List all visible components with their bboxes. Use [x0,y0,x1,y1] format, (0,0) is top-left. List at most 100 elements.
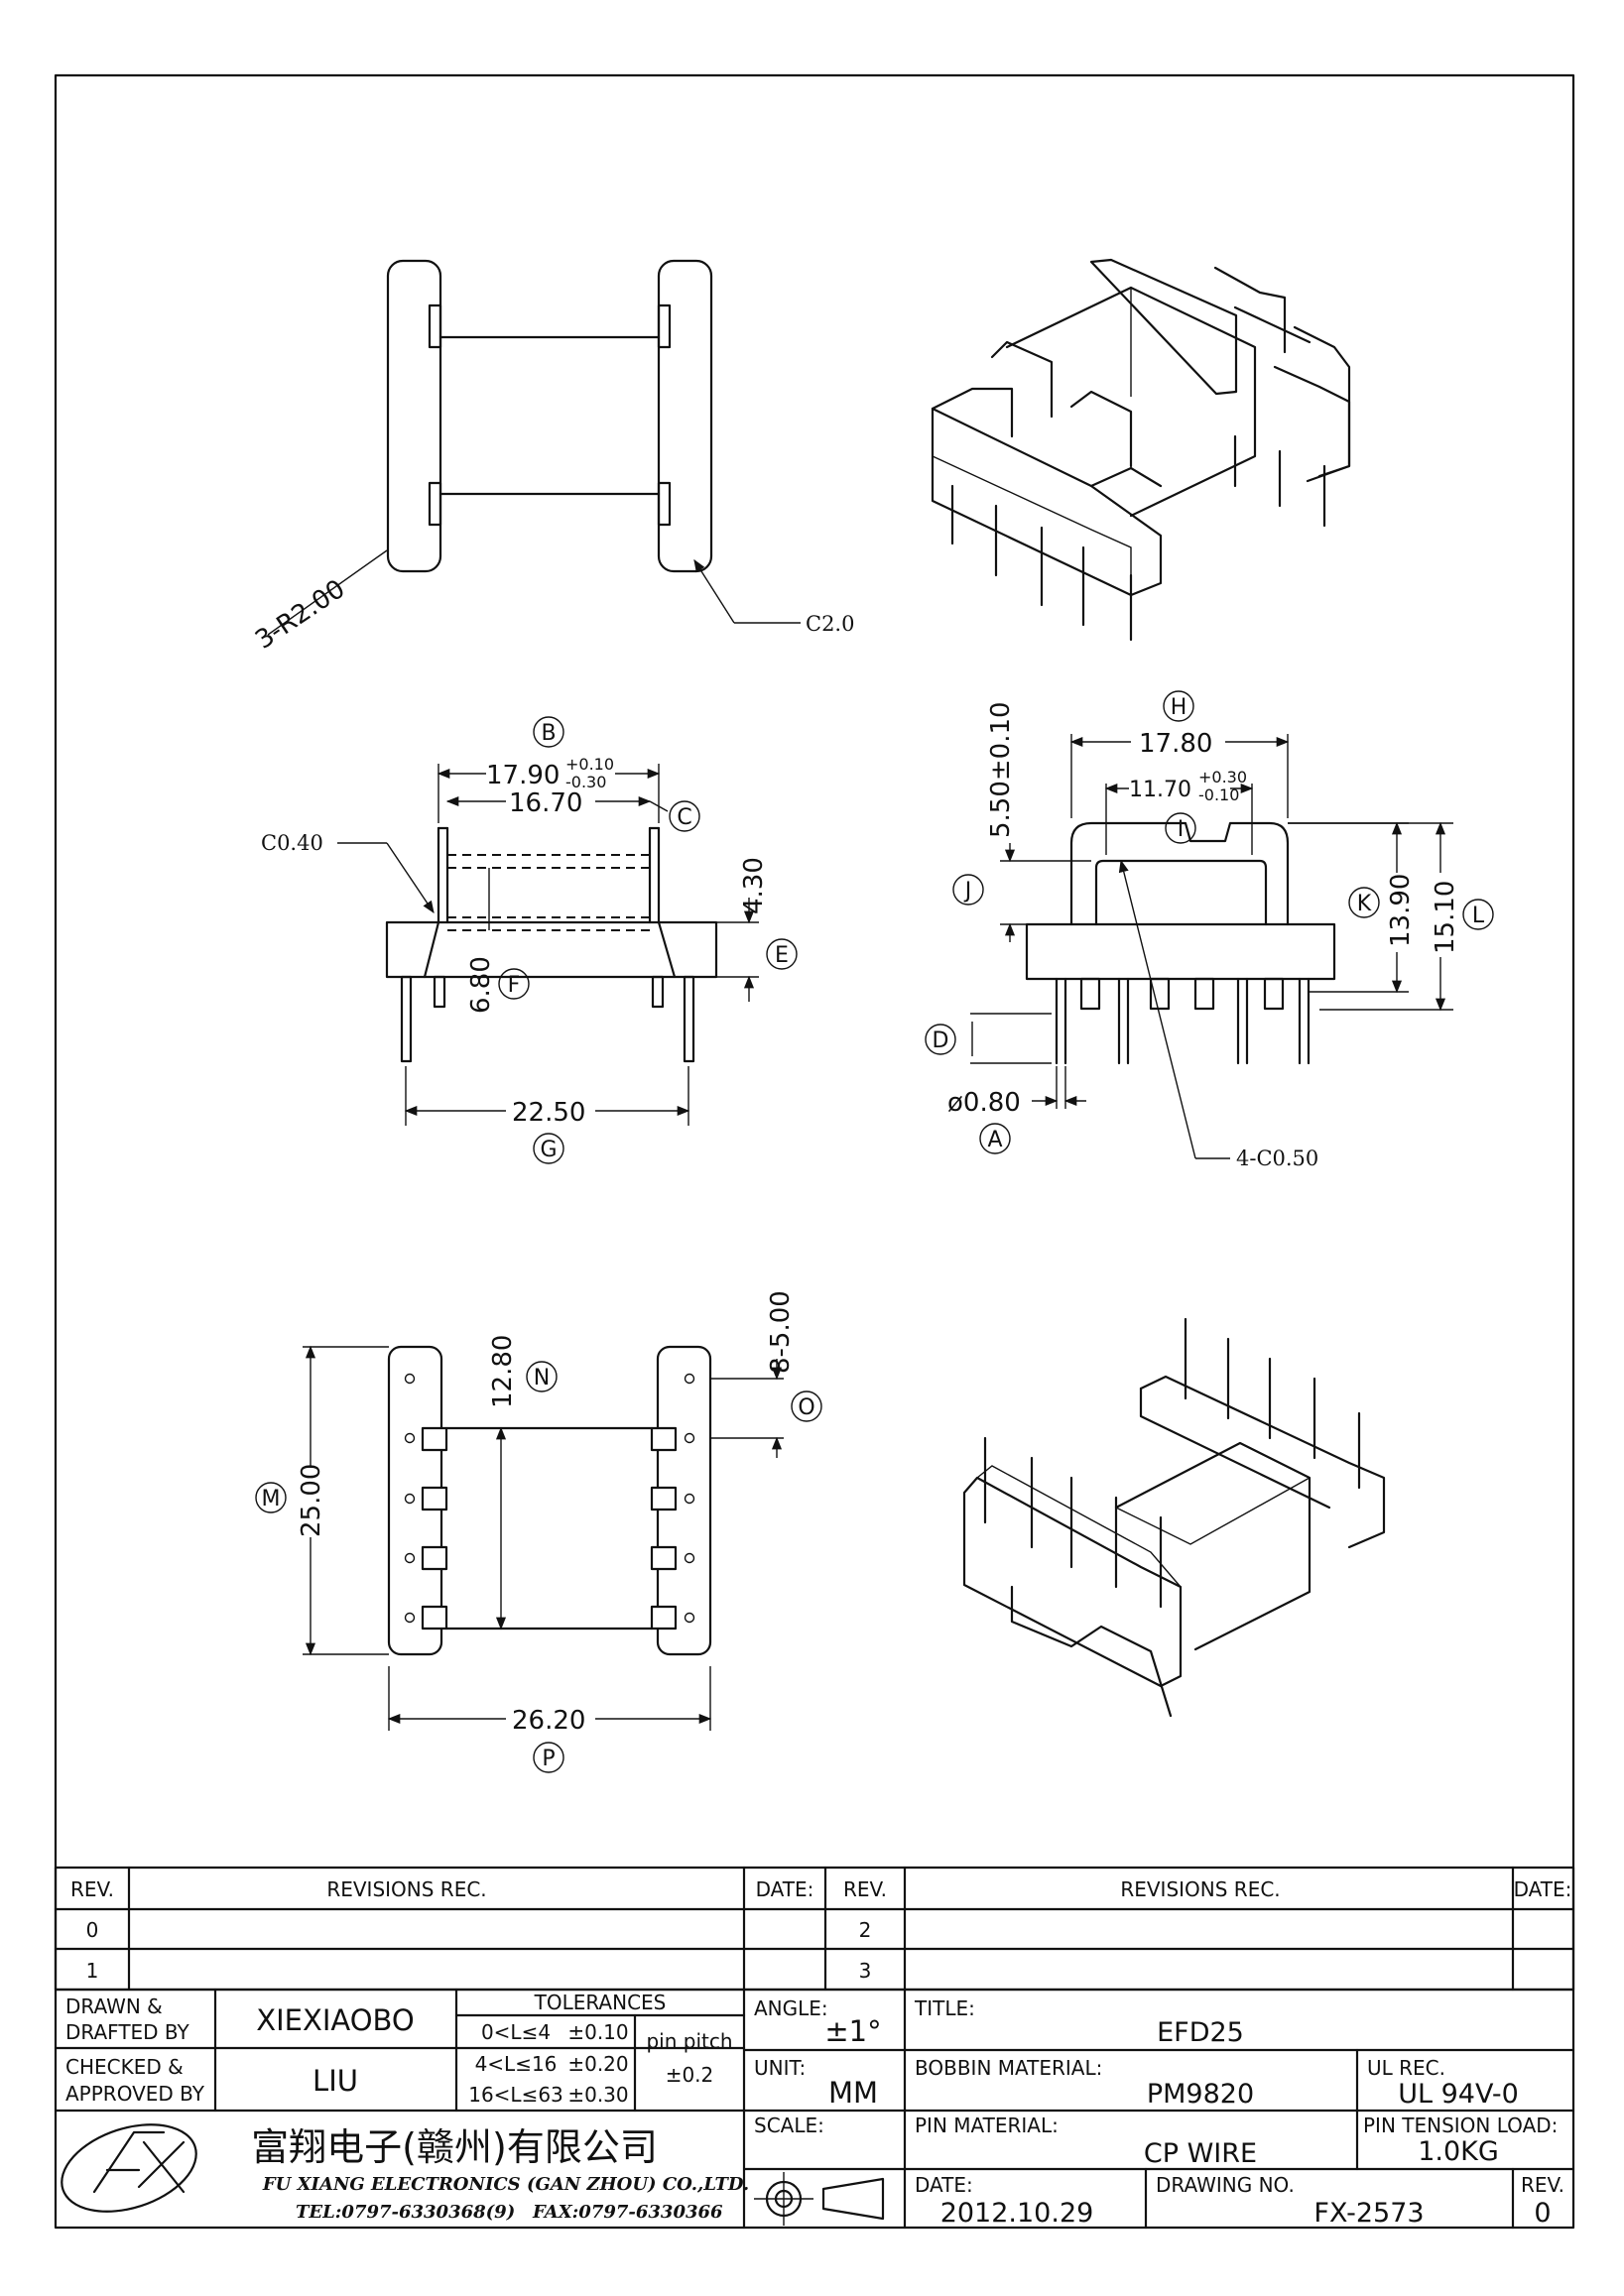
dim-e: 4.30 [739,857,769,914]
angle-label: ANGLE: [754,1996,828,2020]
bottom-view: 25.00 M 12.80 N 8-5.00 O 26.20 P [255,1290,822,1773]
dim-m: 25.00 [297,1464,326,1537]
drawing-no-label: DRAWING NO. [1156,2173,1295,2197]
rev-value: 0 [1534,2198,1551,2229]
dim-c040: C0.40 [261,831,323,855]
rev-row-1: 1 [86,1959,99,1983]
title-block: DRAWN & DRAFTED BY XIEXIAOBO CHECKED & A… [54,1988,1575,2230]
dim-l: 15.10 [1431,881,1460,954]
balloon-b: B [541,721,556,746]
dim-f: 6.80 [466,956,496,1014]
balloon-j: J [963,879,972,904]
balloon-f: F [508,973,521,998]
revisions-header-left: REVISIONS REC. [326,1877,486,1901]
drawn-label-2: DRAFTED BY [65,2020,190,2044]
scale-label: SCALE: [754,2114,824,2137]
company-name-cn: 富翔电子(赣州)有限公司 [251,2125,658,2169]
balloon-m: M [262,1487,281,1511]
balloon-c: C [677,805,691,830]
dim-k: 13.90 [1386,874,1416,947]
dim-n: 12.80 [488,1335,518,1408]
dim-o: 8-5.00 [766,1290,796,1374]
tol-range-2: 16<L≤63 [468,2083,563,2107]
dim-b-tol-minus: -0.30 [565,773,606,791]
dim-i-tol-plus: +0.30 [1198,768,1247,786]
bobbin-material-label: BOBBIN MATERIAL: [915,2056,1102,2080]
front-view: 17.90 +0.10 -0.30 B 16.70 C C0.40 4.30 E… [261,716,798,1164]
dim-b: 17.90 [486,761,560,790]
tol-value-1: ±0.20 [567,2052,628,2076]
balloon-d: D [933,1028,949,1053]
dim-a: ø0.80 [947,1088,1021,1118]
sheet-border [54,73,1575,2230]
rev-row-3: 3 [859,1959,872,1983]
rev-row-0: 0 [86,1918,99,1942]
title-value: EFD25 [1157,2017,1244,2048]
tolerances-label: TOLERANCES [534,1991,667,2014]
side-view: 17.80 H 11.70 +0.30 -0.10 I 5.50±0.10 J … [925,690,1494,1170]
dim-r200: 3-R2.00 [250,574,350,656]
title-label: TITLE: [914,1996,975,2020]
iso-view-1 [931,258,1351,642]
dim-b-tol-plus: +0.10 [565,755,614,774]
balloon-e: E [775,943,789,968]
dim-j: 5.50±0.10 [986,701,1016,838]
dim-i-tol-minus: -0.10 [1198,785,1239,804]
balloon-p: P [542,1747,555,1771]
tol-value-2: ±0.30 [567,2083,628,2107]
tol-range-0: 0<L≤4 [481,2020,551,2044]
dim-c20: C2.0 [806,612,854,636]
revisions-table: REV. REVISIONS REC. DATE: REV. REVISIONS… [54,1866,1575,1992]
pin-pitch-value: ±0.2 [666,2063,714,2087]
dim-h: 17.80 [1139,729,1212,759]
dim-c050: 4-C0.50 [1236,1147,1318,1170]
projection-symbol-icon [754,2172,885,2226]
checked-label-2: APPROVED BY [65,2082,205,2106]
balloon-i: I [1178,817,1185,842]
tol-value-0: ±0.10 [567,2020,628,2044]
pin-material-label: PIN MATERIAL: [915,2114,1059,2137]
rev-label: REV. [1521,2173,1564,2197]
date-header-left: DATE: [756,1877,814,1901]
balloon-g: G [540,1138,557,1162]
dim-c: 16.70 [509,788,582,818]
drawn-by-value: XIEXIAOBO [256,2003,415,2037]
approved-by-value: LIU [312,2064,358,2098]
date-label: DATE: [915,2173,973,2197]
date-header-right: DATE: [1514,1877,1572,1901]
rev-header-left: REV. [70,1877,114,1901]
ul-rec-value: UL 94V-0 [1398,2079,1519,2110]
drawn-label-1: DRAWN & [65,1994,163,2018]
company-logo-icon [61,2123,197,2213]
rev-row-2: 2 [859,1918,872,1942]
balloon-o: O [798,1395,814,1420]
dim-i: 11.70 [1129,778,1191,802]
dim-g: 22.50 [512,1098,585,1128]
pin-material-value: CP WIRE [1144,2138,1257,2169]
iso-view-2 [962,1317,1386,1718]
angle-value: ±1° [824,2014,881,2048]
company-tel: TEL:0797-6330368(9) [296,2202,515,2223]
unit-value: MM [828,2076,878,2110]
checked-label-1: CHECKED & [65,2055,184,2079]
unit-label: UNIT: [754,2056,806,2080]
top-view: 3-R2.00 C2.0 [250,259,854,656]
ul-rec-label: UL REC. [1367,2056,1445,2080]
pin-pitch-label: pin pitch [646,2029,732,2053]
bobbin-material-value: PM9820 [1147,2079,1254,2110]
company-name-en: FU XIANG ELECTRONICS (GAN ZHOU) CO.,LTD. [262,2174,749,2195]
rev-header-right: REV. [843,1877,887,1901]
balloon-l: L [1472,904,1485,928]
balloon-k: K [1357,892,1372,916]
pin-tension-value: 1.0KG [1418,2136,1499,2167]
revisions-header-right: REVISIONS REC. [1120,1877,1280,1901]
date-value: 2012.10.29 [940,2198,1094,2229]
drawing-no-value: FX-2573 [1313,2198,1424,2229]
tol-range-1: 4<L≤16 [475,2052,558,2076]
balloon-a: A [987,1128,1002,1152]
dim-p: 26.20 [512,1706,585,1736]
pin-tension-label: PIN TENSION LOAD: [1363,2114,1558,2137]
company-fax: FAX:0797-6330366 [532,2202,723,2223]
balloon-h: H [1171,695,1187,720]
